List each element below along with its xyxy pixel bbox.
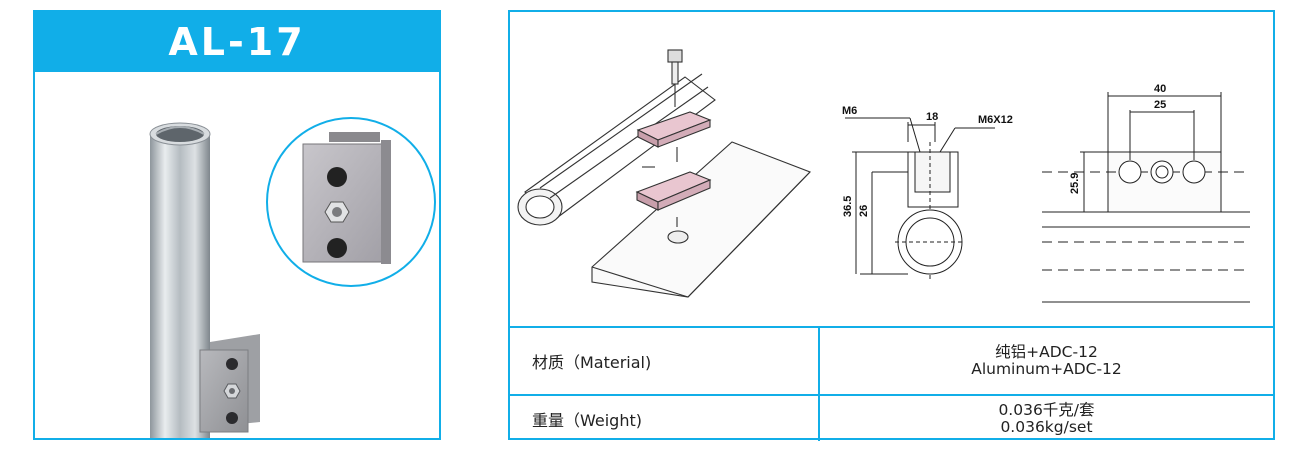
- spec-weight-cn: 0.036千克/套: [998, 400, 1095, 419]
- dim-bolt-length: M6X12: [978, 114, 1013, 126]
- aluminum-tube: [149, 122, 211, 438]
- dim-height-total: 36.5: [842, 196, 854, 217]
- dim-width-total: 40: [1154, 83, 1166, 95]
- front-view: [845, 92, 1250, 303]
- technical-drawing: M6 18 M6X12 36.5 26 40 25 25.9: [517, 49, 1250, 303]
- dim-height-inner: 26: [858, 205, 870, 217]
- spec-material-cn: 纯铝+ADC-12: [995, 343, 1098, 361]
- spec-material-value: 纯铝+ADC-12 Aluminum+ADC-12: [819, 326, 1273, 395]
- exploded-view: [517, 49, 811, 298]
- spec-weight-en: 0.036kg/set: [1000, 417, 1093, 436]
- product-photo: [149, 117, 436, 438]
- spec-weight-label: 重量（Weight): [510, 394, 820, 441]
- product-panel: AL-17: [33, 10, 441, 440]
- dim-hole-pitch: 25: [1154, 99, 1166, 111]
- zoom-detail: [266, 117, 436, 287]
- spec-weight-value: 0.036千克/套 0.036kg/set: [819, 394, 1273, 441]
- spec-material-en: Aluminum+ADC-12: [971, 360, 1122, 378]
- spec-row-material: 材质（Material) 纯铝+ADC-12 Aluminum+ADC-12: [510, 326, 1273, 395]
- spec-material-label: 材质（Material): [510, 326, 820, 395]
- spec-row-weight: 重量（Weight) 0.036千克/套 0.036kg/set: [510, 394, 1273, 441]
- dim-side-height: 25.9: [1069, 173, 1081, 194]
- dim-bolt: M6: [842, 105, 857, 117]
- connector-block: [199, 334, 260, 433]
- spec-panel: M6 18 M6X12 36.5 26 40 25 25.9 材质（Materi…: [508, 10, 1275, 441]
- product-title: AL-17: [168, 20, 306, 64]
- spec-table: 材质（Material) 纯铝+ADC-12 Aluminum+ADC-12 重…: [510, 326, 1273, 441]
- dim-width-inner: 18: [926, 111, 938, 123]
- product-title-bar: AL-17: [35, 12, 439, 72]
